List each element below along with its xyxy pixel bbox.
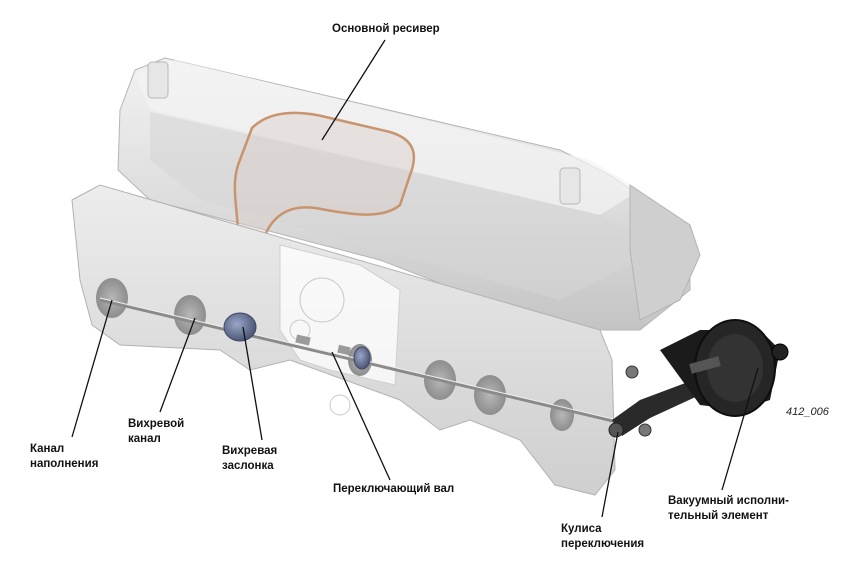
label-main-plenum: Основной ресивер [332, 23, 440, 35]
leader-lines [71, 39, 759, 518]
leader-swirl-channel [159, 317, 196, 413]
leader-swirl-flap [242, 326, 263, 441]
leader-vacuum-actuator [721, 367, 759, 491]
leader-main-plenum [321, 39, 386, 141]
label-fill-channel: Канал наполнения [30, 443, 99, 470]
leader-switch-link [601, 431, 619, 518]
leader-fill-channel [71, 299, 113, 438]
label-switch-shaft: Переключающий вал [333, 483, 455, 495]
label-switch-link: Кулиса переключения [561, 523, 645, 550]
label-swirl-flap: Вихревая заслонка [222, 445, 278, 472]
figure-number: 412_006 [786, 406, 829, 418]
vacuum-actuator [660, 319, 789, 417]
label-vacuum-actuator: Вакуумный исполни- тельный элемент [668, 495, 789, 522]
label-swirl-channel: Вихревой канал [128, 418, 185, 445]
swirl-flaps [223, 312, 371, 370]
leader-switch-shaft [331, 351, 391, 481]
